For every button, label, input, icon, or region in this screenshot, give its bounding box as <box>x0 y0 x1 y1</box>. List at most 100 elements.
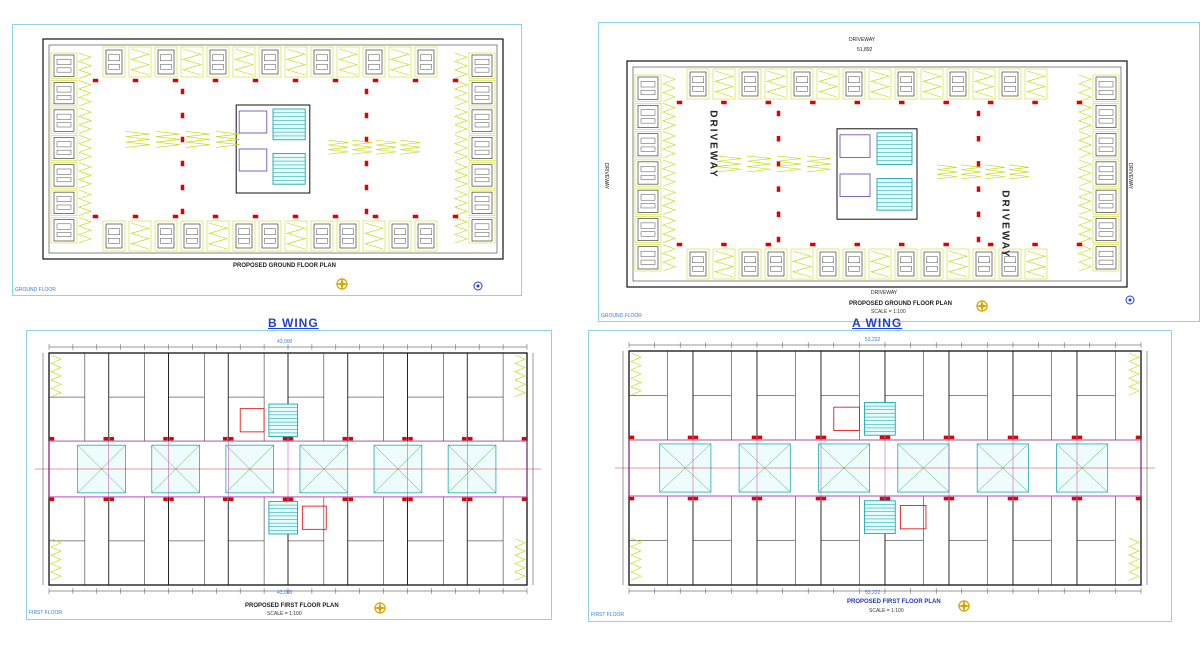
ramp-hatch <box>662 244 676 272</box>
ramp-hatch <box>389 48 411 76</box>
car-icon <box>471 109 493 132</box>
ramp-hatch <box>662 74 676 102</box>
column <box>1071 435 1077 440</box>
car-icon <box>157 49 175 75</box>
car-icon <box>53 191 75 214</box>
lift <box>238 110 268 134</box>
ramp-hatch <box>454 217 468 244</box>
column <box>402 497 407 502</box>
a-first-floor-title: PROPOSED FIRST FLOOR PLAN <box>847 599 941 605</box>
column <box>976 110 981 117</box>
car-icon <box>975 251 993 277</box>
ramp-hatch <box>662 131 676 159</box>
column <box>364 160 369 167</box>
parking-bay <box>1024 68 1048 100</box>
parking-bay <box>634 216 662 243</box>
sheet-b-first-floor: 43,000 43,000 PROPOSED FIRST FLOOR PLAN … <box>26 330 552 620</box>
a-ground-floor-title: PROPOSED GROUND FLOOR PLAN <box>849 301 953 307</box>
car-icon <box>637 76 659 100</box>
b-first-floor-title: PROPOSED FIRST FLOOR PLAN <box>245 603 339 609</box>
column <box>252 78 259 83</box>
column <box>229 436 234 441</box>
lift-shaft <box>239 408 265 433</box>
column <box>1077 496 1083 501</box>
ramp-hatch <box>1078 131 1092 159</box>
column <box>676 100 683 105</box>
column <box>169 436 174 441</box>
column <box>854 242 861 247</box>
column <box>180 160 185 167</box>
parking-bay <box>946 248 970 280</box>
parking-bay <box>998 248 1022 280</box>
a-first-floor-tag: FIRST FLOOR <box>591 612 624 618</box>
column <box>898 242 905 247</box>
b-ground-floor-drawing <box>42 38 504 260</box>
a-first-floor-dim-top: 53,222 <box>865 337 881 343</box>
car-icon <box>689 251 707 277</box>
parking-bay <box>920 68 944 100</box>
car-icon <box>417 49 435 75</box>
car-icon <box>313 223 331 249</box>
b-wing-heading: B WING <box>268 316 319 330</box>
parking-bay <box>894 68 918 100</box>
compass-rose-icon <box>335 277 349 291</box>
ramp-hatch <box>233 48 255 76</box>
car-icon <box>637 218 659 242</box>
ramp-hatch <box>376 139 397 155</box>
a-ground-floor-scale: SCALE = 1:100 <box>871 309 906 315</box>
column <box>821 435 827 440</box>
column <box>976 211 981 218</box>
b-ground-floor-title: PROPOSED GROUND FLOOR PLAN <box>233 263 337 269</box>
parking-bay <box>1092 74 1120 102</box>
column <box>172 214 179 219</box>
compass-rose-icon <box>373 601 387 615</box>
car-icon <box>1095 161 1117 185</box>
column <box>212 214 219 219</box>
parking-bay <box>868 248 892 280</box>
staircase <box>268 501 298 535</box>
ramp-hatch <box>352 139 373 155</box>
ramp-hatch <box>662 216 676 243</box>
parking-bay <box>738 68 762 100</box>
column <box>92 78 99 83</box>
column <box>943 100 949 105</box>
parking-bay <box>336 220 360 252</box>
ramp-hatch <box>215 131 240 148</box>
parking-bay <box>1092 187 1120 215</box>
column <box>163 497 168 502</box>
parking-bay <box>232 46 256 78</box>
ramp-hatch <box>363 222 385 250</box>
column <box>342 497 347 502</box>
ramp-hatch <box>155 131 180 148</box>
car-icon <box>637 246 659 270</box>
plot-boundary <box>626 60 1128 288</box>
column <box>468 497 473 502</box>
dimension-top-label: 51,892 <box>857 47 873 53</box>
parking-bay <box>154 46 178 78</box>
balcony-hatch <box>514 538 526 581</box>
ramp-hatch <box>1078 74 1092 102</box>
lift-shaft <box>899 505 927 530</box>
column <box>348 436 353 441</box>
ramp-hatch <box>1078 103 1092 130</box>
parking-bay <box>790 248 814 280</box>
column <box>229 497 234 502</box>
parking-bay <box>50 135 78 161</box>
ramp-hatch <box>765 70 787 98</box>
a-wing-heading: A WING <box>852 316 903 330</box>
car-icon <box>261 223 279 249</box>
ramp-hatch <box>716 155 742 173</box>
column <box>372 78 379 83</box>
lift <box>839 173 871 198</box>
ramp-hatch <box>936 164 958 180</box>
b-first-floor-tag: FIRST FLOOR <box>29 610 62 616</box>
column <box>776 135 781 142</box>
parking-bay <box>842 248 866 280</box>
driveway-vertical-label-2: DRIVEWAY <box>999 190 1011 259</box>
column <box>943 435 949 440</box>
ramp-hatch <box>960 164 982 180</box>
parking-bay <box>50 162 78 189</box>
car-icon <box>1095 218 1117 242</box>
parking-bay <box>1092 244 1120 272</box>
ramp-hatch <box>454 107 468 134</box>
